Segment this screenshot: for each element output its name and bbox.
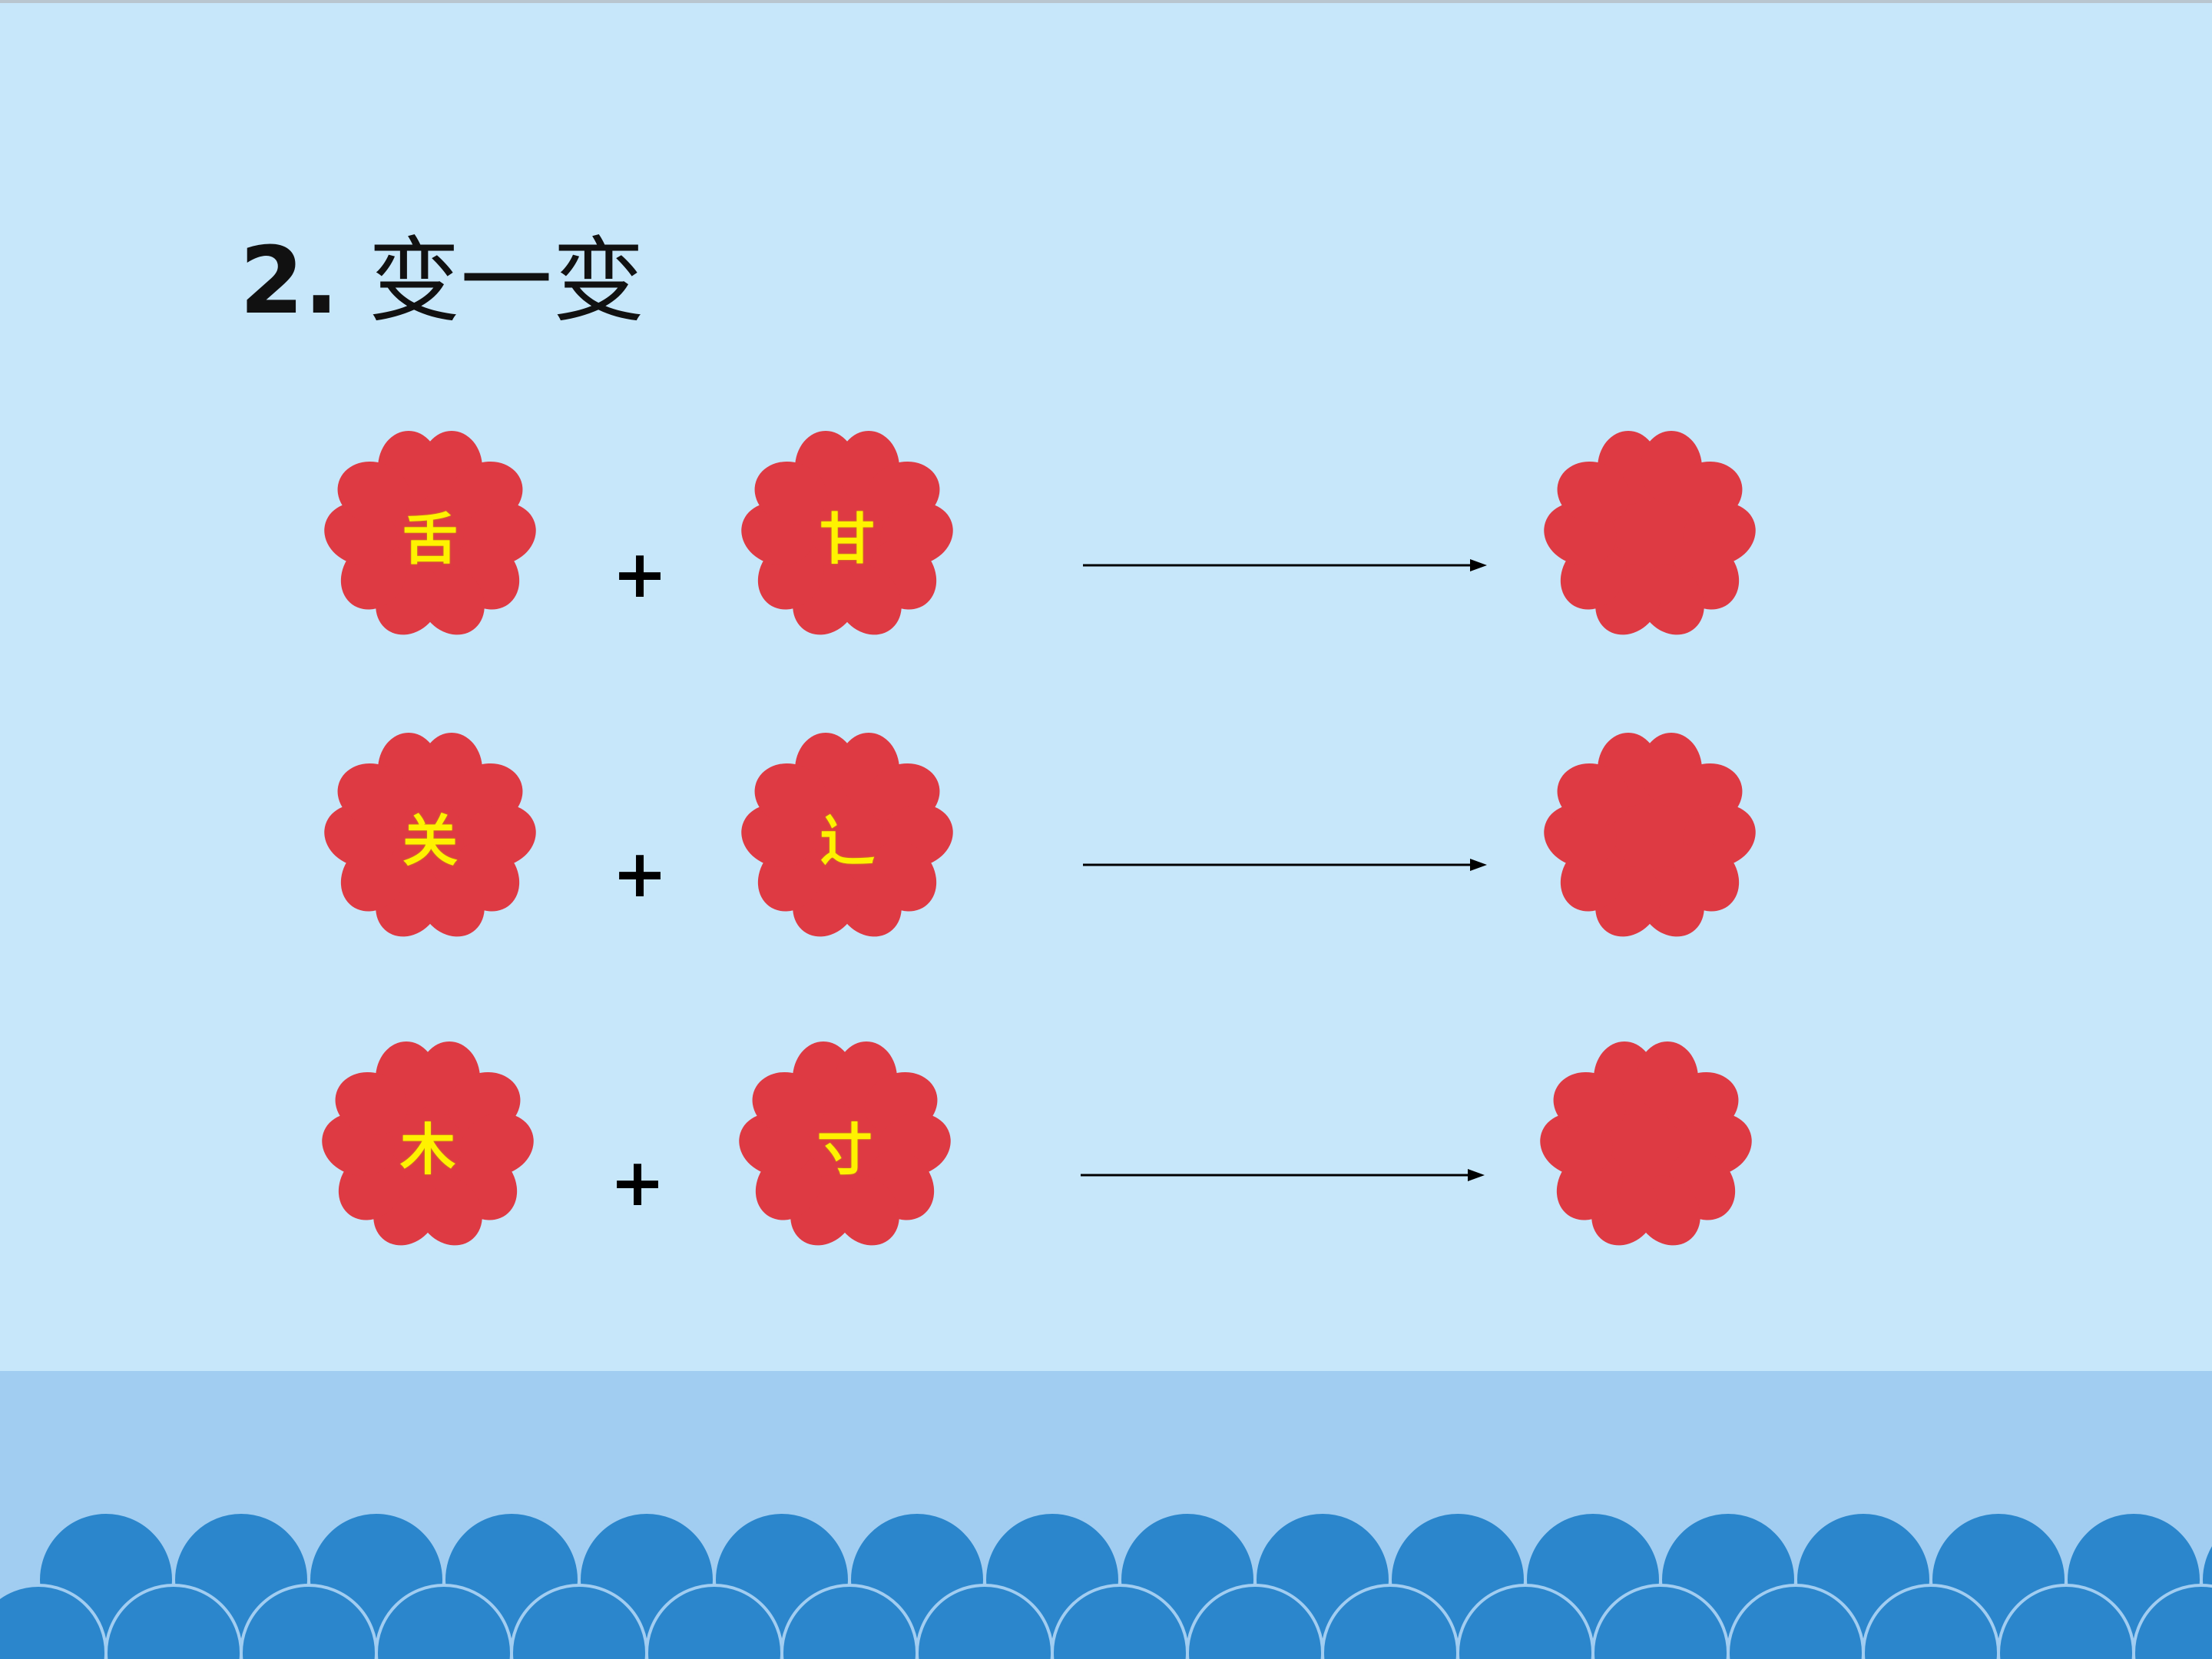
flower-character xyxy=(1535,419,1765,649)
title-text: 变一变 xyxy=(368,228,645,335)
flower-character: 寸 xyxy=(816,1116,873,1182)
equation-row-3: 木 + 寸 xyxy=(0,1029,2212,1260)
flower-character: 甘 xyxy=(819,505,875,571)
wave-scallop xyxy=(2132,1584,2212,1659)
flower-result[interactable] xyxy=(1531,1029,1761,1260)
arrow xyxy=(1081,556,1488,575)
equation-row-2: 关 + 辶 xyxy=(0,720,2212,951)
flower-result[interactable] xyxy=(1535,720,1765,951)
flower-right[interactable]: 辶 xyxy=(732,720,962,951)
flower-character: 舌 xyxy=(402,505,458,571)
flower-character: 关 xyxy=(402,807,458,873)
equation-row-1: 舌 + 甘 xyxy=(0,419,2212,649)
arrow-right-icon xyxy=(1081,1169,1485,1181)
arrow xyxy=(1079,1166,1486,1184)
flower-character: 辶 xyxy=(819,807,875,873)
flower-character xyxy=(1531,1029,1761,1260)
arrow xyxy=(1081,856,1488,874)
flower-character: 木 xyxy=(399,1116,455,1182)
flower-result[interactable] xyxy=(1535,419,1765,649)
plus-sign: + xyxy=(611,836,668,912)
plus-sign: + xyxy=(609,1144,666,1221)
slide-title: 2. 变一变 xyxy=(240,224,644,339)
arrow-right-icon xyxy=(1083,559,1487,571)
flower-left[interactable]: 关 xyxy=(315,720,545,951)
flower-right[interactable]: 寸 xyxy=(730,1029,960,1260)
flower-left[interactable]: 木 xyxy=(313,1029,543,1260)
flower-character xyxy=(1535,720,1765,951)
plus-sign: + xyxy=(611,536,668,613)
arrow-right-icon xyxy=(1083,859,1487,871)
wave-pattern xyxy=(0,1511,2212,1659)
top-border xyxy=(0,0,2212,3)
flower-right[interactable]: 甘 xyxy=(732,419,962,649)
title-number: 2. xyxy=(240,228,339,335)
flower-left[interactable]: 舌 xyxy=(315,419,545,649)
